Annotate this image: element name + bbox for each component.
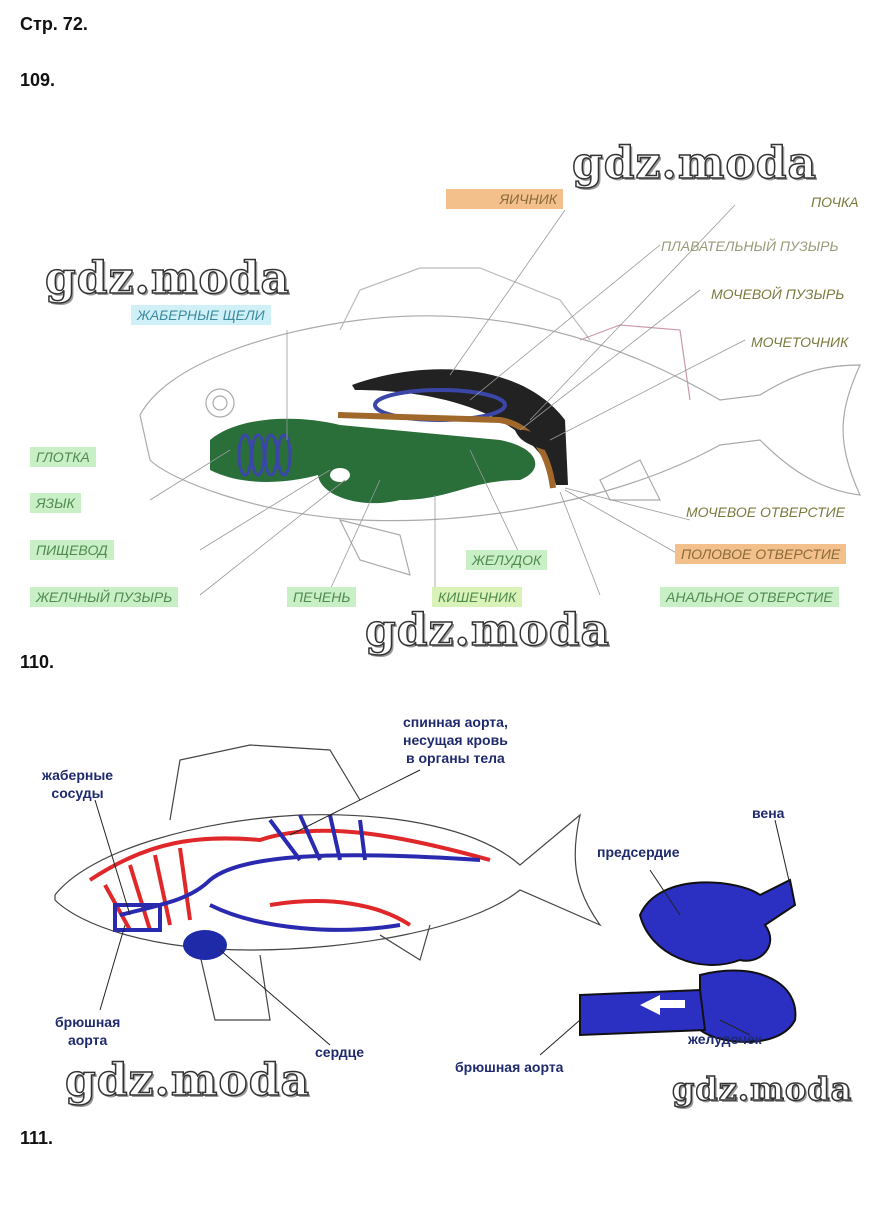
- label-esophagus: ПИЩЕВОД: [30, 540, 114, 560]
- label-ureter: МОЧЕТОЧНИК: [751, 334, 849, 350]
- label-tongue: ЯЗЫК: [30, 493, 81, 513]
- label-vein: вена: [752, 805, 785, 821]
- label-heart: сердце: [315, 1044, 365, 1060]
- fish-outline: [139, 315, 861, 522]
- label-ventricle: желудочек: [688, 1031, 762, 1047]
- label-anal-opening: АНАЛЬНОЕ ОТВЕРСТИЕ: [660, 587, 839, 607]
- label-urinary-bladder: МОЧЕВОЙ ПУЗЫРЬ: [711, 286, 845, 302]
- label-atrium: предсердие: [597, 844, 680, 860]
- label-swim-bladder: ПЛАВАТЕЛЬНЫЙ ПУЗЫРЬ: [661, 238, 839, 254]
- label-genital-opening: ПОЛОВОЕ ОТВЕРСТИЕ: [675, 544, 847, 564]
- heart-detail: [579, 878, 797, 1043]
- heart-shape: [183, 930, 227, 960]
- watermark: gdz.moda: [364, 604, 611, 657]
- label-gill-vessels: жаберные сосуды: [42, 767, 114, 801]
- label-intestine: КИШЕЧНИК: [432, 587, 523, 607]
- label-pharynx: ГЛОТКА: [30, 447, 96, 467]
- watermark: gdz.moda: [64, 1054, 311, 1107]
- kidney-shape: [352, 369, 568, 485]
- page-label: Стр. 72.: [20, 14, 88, 34]
- label-kidney: ПОЧКА: [811, 194, 859, 210]
- label-dorsal-aorta: спинная аорта, несущая кровь в органы те…: [403, 714, 508, 766]
- label-urinary-opening: МОЧЕВОЕ ОТВЕРСТИЕ: [686, 504, 846, 520]
- label-ovary: ЯИЧНИК: [446, 189, 563, 209]
- label-ventral-aorta: брюшная аорта: [55, 1014, 121, 1048]
- digestive-organs-shape: [210, 418, 536, 504]
- label-stomach: ЖЕЛУДОК: [466, 550, 548, 570]
- watermark: gdz.moda: [671, 1069, 853, 1109]
- label-gill-slits: ЖАБЕРНЫЕ ЩЕЛИ: [131, 305, 271, 325]
- task-110-number: 110.: [20, 652, 55, 672]
- fish-anatomy-diagram: [139, 204, 861, 596]
- task-111-number: 111.: [20, 1128, 54, 1148]
- task-109-number: 109.: [20, 70, 56, 90]
- label-gallbladder: ЖЕЛЧНЫЙ ПУЗЫРЬ: [30, 587, 179, 607]
- label-ventral-aorta-heart: брюшная аорта: [455, 1059, 564, 1075]
- watermark: gdz.moda: [571, 137, 818, 190]
- label-liver: ПЕЧЕНЬ: [287, 587, 357, 607]
- watermark: gdz.moda: [44, 252, 291, 305]
